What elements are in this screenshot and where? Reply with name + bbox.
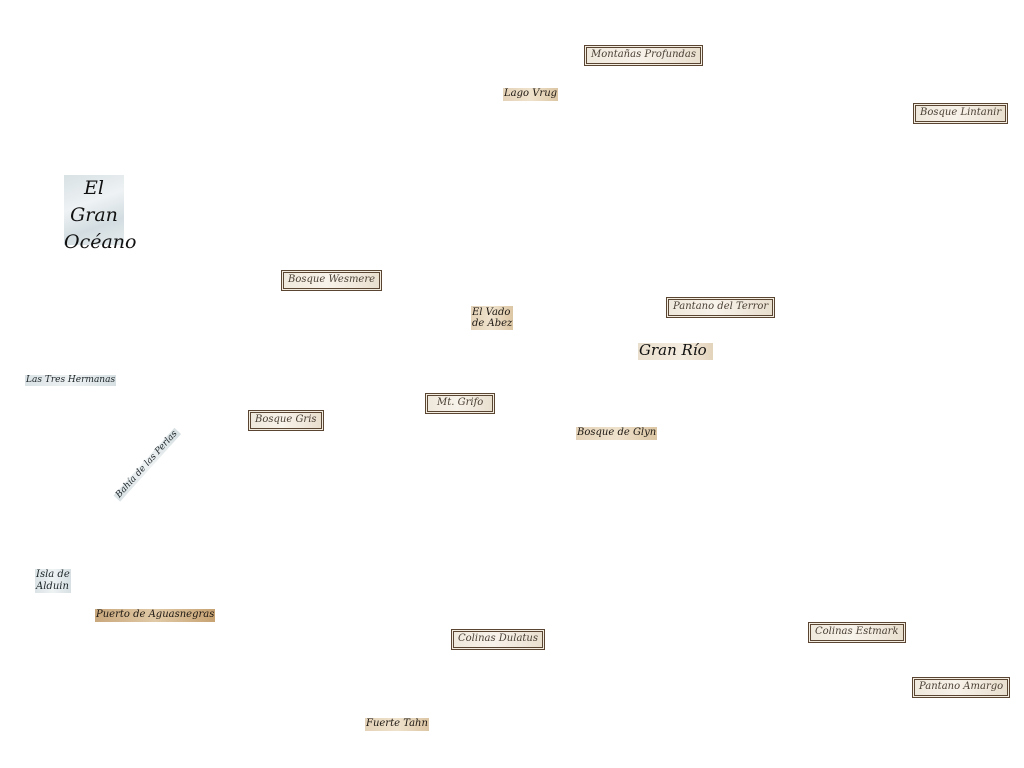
el-vado-de-abez-label: El Vado de Abez [471, 306, 514, 330]
bosque-de-glyn-label: Bosque de Glyn [576, 427, 658, 440]
isla-de-alduin-line1: Isla de [36, 569, 70, 580]
bosque-wesmere-label: Bosque Wesmere [283, 272, 381, 289]
isla-de-alduin-label: Isla de Alduin [35, 569, 71, 593]
ocean-label: El Gran Océano [64, 175, 136, 253]
ocean-label-line3: Océano [64, 231, 137, 253]
montanas-profundas-label: Montañas Profundas [586, 47, 701, 64]
bahia-de-las-perlas-label: Bahía de las Perlas [113, 428, 182, 502]
fuerte-tahn-label: Fuerte Tahn [365, 718, 429, 731]
las-tres-hermanas-label: Las Tres Hermanas [25, 375, 117, 387]
mt-grifo-label: Mt. Grifo [427, 395, 494, 412]
pantano-del-terror-label: Pantano del Terror [668, 299, 774, 316]
ocean-label-line2: Gran [70, 204, 118, 226]
isla-de-alduin-line2: Alduin [36, 581, 69, 592]
great-river-label: Gran Río [638, 342, 713, 360]
ocean-label-line1: El [84, 177, 104, 199]
puerto-de-aguasnegras-label: Puerto de Aguasnegras [95, 609, 216, 622]
lago-vrug-label: Lago Vrug [503, 88, 559, 101]
bosque-gris-label: Bosque Gris [250, 412, 322, 429]
el-vado-de-abez-line1: El Vado [472, 307, 511, 318]
colinas-dulatus-label: Colinas Dulatus [453, 631, 543, 648]
el-vado-de-abez-line2: de Abez [472, 318, 513, 329]
colinas-estmark-label: Colinas Estmark [810, 624, 904, 641]
pantano-amargo-label: Pantano Amargo [914, 679, 1009, 696]
bosque-lintanir-label: Bosque Lintanir [915, 105, 1007, 122]
